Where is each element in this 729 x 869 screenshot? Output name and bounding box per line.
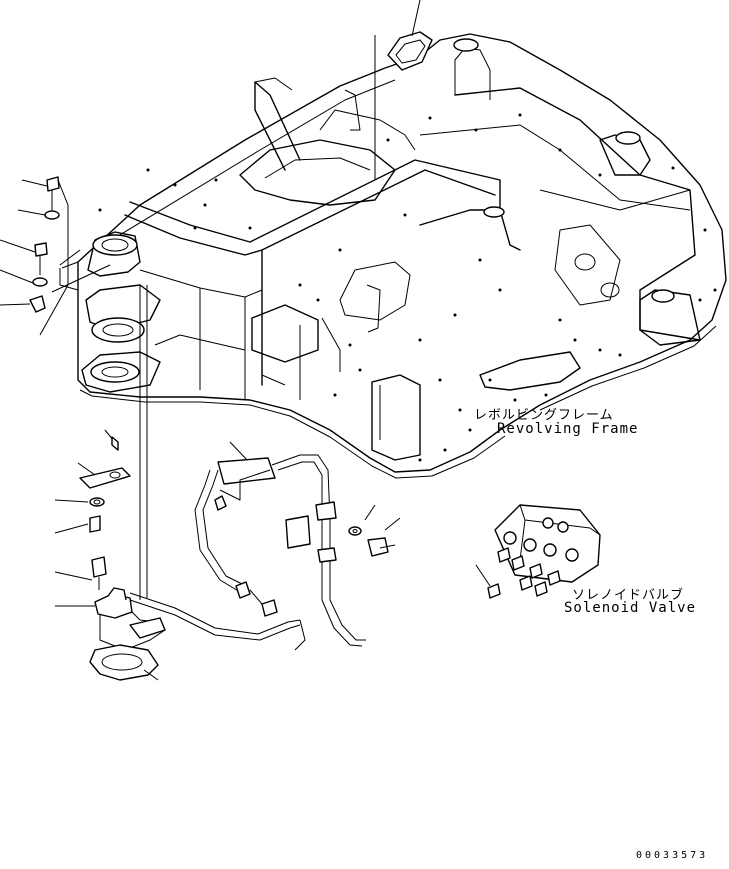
revolving-frame-label-jp: レボルビングフレーム — [474, 408, 614, 423]
solenoid-valve-label-en: Solenoid Valve — [564, 600, 697, 616]
wiring-harness — [194, 441, 401, 647]
drawing-code: 00033573 — [636, 850, 709, 861]
revolving-frame — [59, 0, 727, 479]
solenoid-valve-label-jp: ソレノイドバルブ — [572, 588, 685, 603]
swing-sensor-assembly — [54, 285, 306, 681]
revolving-frame-label-en: Revolving Frame — [497, 421, 639, 437]
deck-holes — [98, 113, 717, 462]
solenoid-valve — [475, 504, 601, 599]
left-fasteners — [0, 176, 111, 336]
